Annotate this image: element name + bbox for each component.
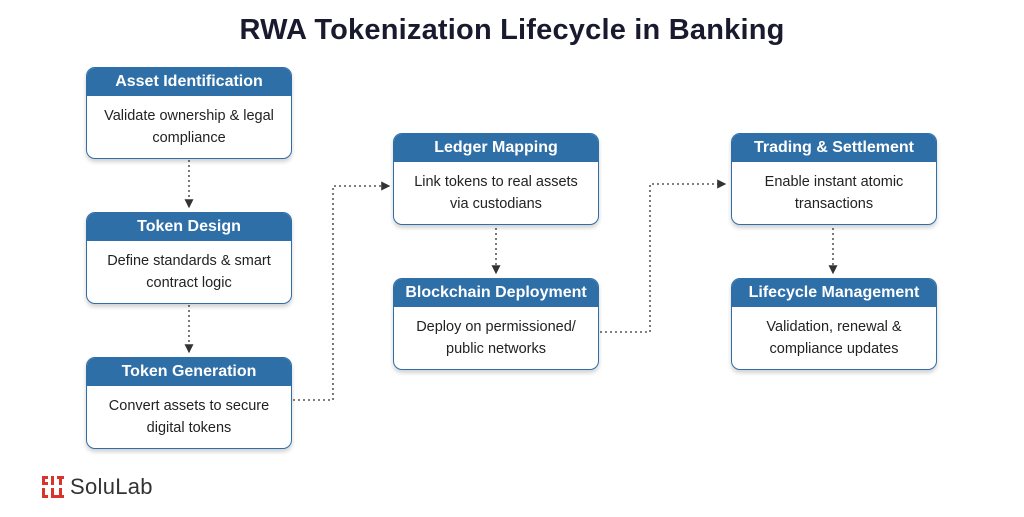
step-description: Validation, renewal & compliance updates [766,319,902,357]
step-title: Asset Identification [87,68,291,96]
step-description: Define standards & smart contract logic [107,253,271,291]
step-description: Deploy on permissioned/ public networks [416,319,576,357]
step-token-design: Token Design Define standards & smart co… [86,212,292,304]
step-title: Token Design [87,213,291,241]
step-title: Lifecycle Management [732,279,936,307]
step-token-generation: Token Generation Convert assets to secur… [86,357,292,449]
connector-3-4 [293,181,391,401]
step-description: Validate ownership & legal compliance [104,108,274,146]
step-blockchain-deployment: Blockchain Deployment Deploy on permissi… [393,278,599,370]
step-trading-settlement: Trading & Settlement Enable instant atom… [731,133,937,225]
solulab-logo-icon [42,476,64,498]
step-ledger-mapping: Ledger Mapping Link tokens to real asset… [393,133,599,225]
step-description: Enable instant atomic transactions [764,174,904,212]
step-asset-identification: Asset Identification Validate ownership … [86,67,292,159]
step-description: Convert assets to secure digital tokens [108,398,270,436]
diagram-title: RWA Tokenization Lifecycle in Banking [239,14,785,46]
connector-5-6 [600,179,727,333]
solulab-logo: SoluLab [42,474,153,500]
step-title: Token Generation [87,358,291,386]
step-title: Trading & Settlement [732,134,936,162]
step-lifecycle-management: Lifecycle Management Validation, renewal… [731,278,937,370]
step-title: Blockchain Deployment [394,279,598,307]
brand-name: SoluLab [70,474,153,499]
step-title: Ledger Mapping [394,134,598,162]
step-description: Link tokens to real assets via custodian… [414,174,578,212]
